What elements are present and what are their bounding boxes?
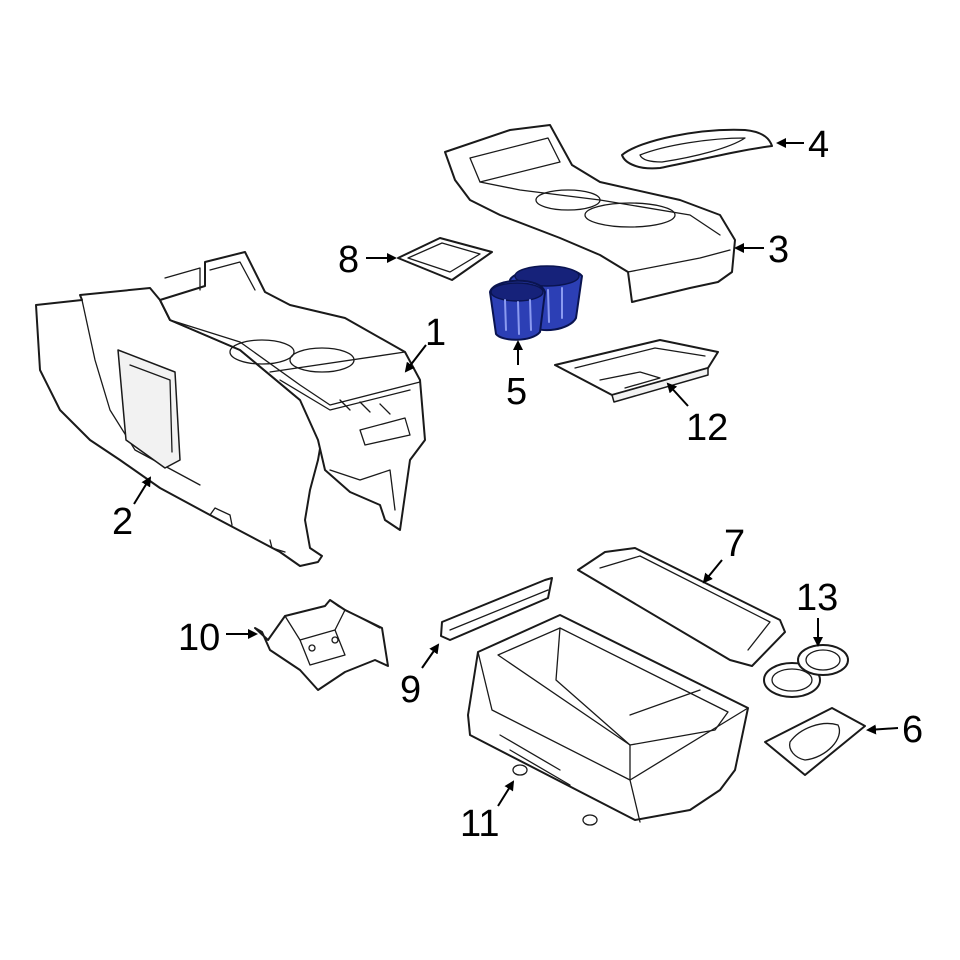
part-3-top-trim-panel[interactable] <box>444 124 736 303</box>
part-13-rings[interactable] <box>763 644 849 698</box>
part-4-cupholder-bezel[interactable] <box>621 128 773 170</box>
callout-8: 8 <box>338 239 359 281</box>
leader-1 <box>404 344 427 373</box>
part-1-console-body[interactable] <box>159 251 426 531</box>
callout-2: 2 <box>112 501 133 543</box>
leader-11 <box>497 780 515 807</box>
callout-5: 5 <box>506 371 527 413</box>
callout-3: 3 <box>768 229 789 271</box>
leader-9 <box>421 643 440 669</box>
part-6-bin-mat[interactable] <box>764 707 866 776</box>
callout-10: 10 <box>178 617 220 659</box>
callout-7: 7 <box>724 523 745 565</box>
part-7-lid-panel[interactable] <box>577 547 786 667</box>
callout-4: 4 <box>808 124 829 166</box>
leader-6 <box>866 724 899 735</box>
callout-1: 1 <box>425 312 446 354</box>
leader-2 <box>133 476 152 505</box>
part-5-cup-holder-insert[interactable] <box>489 265 583 341</box>
part-10-bracket[interactable] <box>254 599 389 691</box>
part-12-lower-tray[interactable] <box>554 339 719 403</box>
callout-9: 9 <box>400 669 421 711</box>
leader-7 <box>702 559 723 584</box>
part-2-console-frame[interactable] <box>35 287 326 567</box>
leader-12 <box>666 382 689 407</box>
callout-13: 13 <box>796 577 838 619</box>
callout-12: 12 <box>686 407 728 449</box>
part-8-small-tray[interactable] <box>397 237 493 281</box>
part-9-trim-strip[interactable] <box>440 577 553 641</box>
part-11-storage-bin[interactable] <box>467 614 749 826</box>
callout-6: 6 <box>902 709 923 751</box>
callout-11: 11 <box>460 803 499 845</box>
